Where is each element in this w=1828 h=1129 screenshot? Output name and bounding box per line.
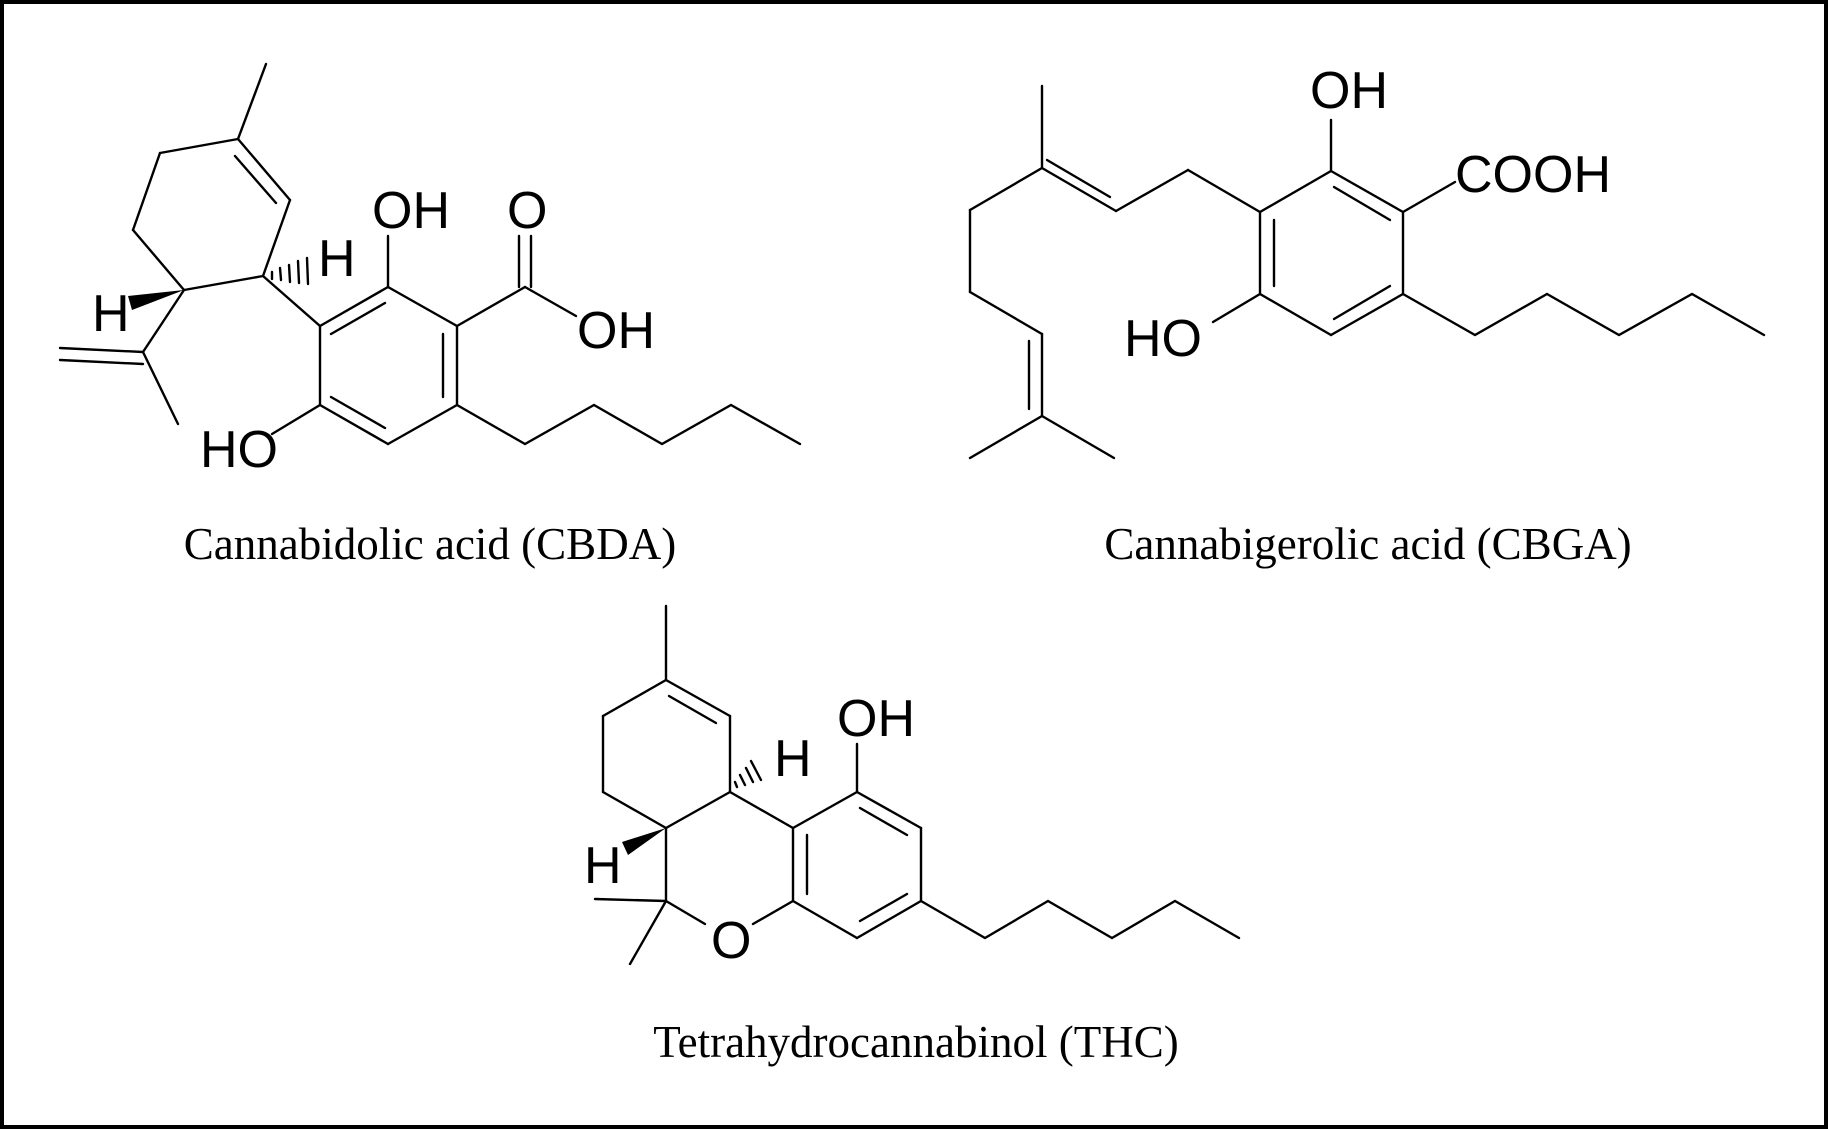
cbga-oh-label: OH xyxy=(1310,62,1388,120)
cbda-carbonyl-o-label: O xyxy=(507,182,547,240)
thc-cyclohexene-ring xyxy=(601,604,732,830)
thc-oh-label: OH xyxy=(837,690,915,748)
cbda-structure: OH O OH HO H H Cannabidolic acid (CBDA) xyxy=(58,62,802,569)
cbda-aromatic-ring xyxy=(318,285,459,446)
cbda-ho-label: HO xyxy=(200,421,278,479)
thc-h-left-label: H xyxy=(584,837,622,895)
cbga-ho-label: HO xyxy=(1124,310,1202,368)
cbga-cooh-bond xyxy=(1401,180,1457,214)
cbga-cooh-label: COOH xyxy=(1455,146,1611,204)
thc-hash-bond xyxy=(733,759,763,789)
cbda-hash-bond xyxy=(270,256,310,286)
thc-pentyl-chain xyxy=(919,899,1241,940)
thc-caption: Tetrahydrocannabinol (THC) xyxy=(653,1017,1178,1067)
cbda-h-left-label: H xyxy=(92,285,130,343)
cbda-oh-label: OH xyxy=(372,182,450,240)
cbga-caption: Cannabigerolic acid (CBGA) xyxy=(1104,519,1631,569)
cbda-ring-link xyxy=(261,274,322,328)
cbga-geranyl-chain xyxy=(968,84,1262,460)
thc-ring-o-label: O xyxy=(711,912,751,970)
cbga-aromatic-ring xyxy=(1258,169,1405,337)
cbda-caption: Cannabidolic acid (CBDA) xyxy=(184,519,676,569)
thc-structure: OH H H O Tetrahydrocannabinol (THC) xyxy=(584,604,1241,1067)
thc-aromatic-ring xyxy=(791,790,923,940)
cbga-pentyl-chain xyxy=(1401,292,1766,337)
thc-h-right-label: H xyxy=(774,730,812,788)
cbda-isopropenyl xyxy=(58,288,186,426)
cbda-ho-bond xyxy=(270,403,322,436)
thc-wedge-bond xyxy=(622,828,666,855)
cbda-cyclohexene-ring xyxy=(131,62,292,292)
cbda-pentyl-chain xyxy=(455,403,802,446)
cbga-ho-bond xyxy=(1211,292,1262,324)
cbda-acid-oh-label: OH xyxy=(577,302,655,360)
cbga-structure: OH COOH HO Cannabigerolic acid (CBGA) xyxy=(968,62,1766,569)
thc-pyran-ring xyxy=(593,790,795,966)
cbda-carboxyl xyxy=(455,234,578,328)
cbda-wedge-bond xyxy=(128,290,184,310)
cbda-h-right-label: H xyxy=(318,230,356,288)
